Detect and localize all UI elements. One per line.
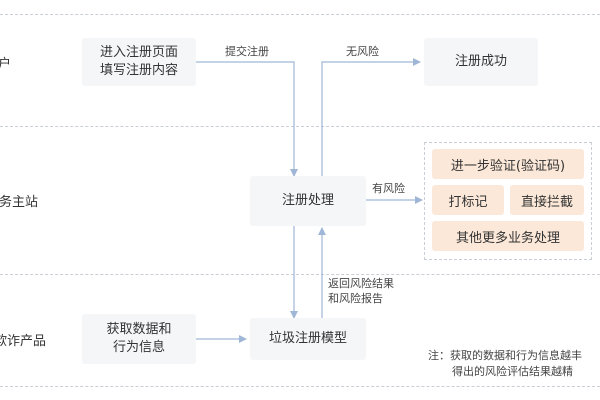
risk-handling-group: 进一步验证(验证码) 打标记 直接拦截 其他更多业务处理 — [424, 142, 592, 260]
enter-register-line1: 进入注册页面 — [99, 45, 178, 60]
further-verify-box: 进一步验证(验证码) — [432, 149, 584, 179]
fetch-data-box: 获取数据和 行为信息 — [82, 314, 196, 364]
lane-divider-2 — [0, 274, 600, 275]
spam-model-box: 垃圾注册模型 — [250, 318, 366, 360]
edge-label-submit: 提交注册 — [225, 45, 269, 58]
edge-label-no-risk: 无风险 — [346, 45, 379, 58]
lane-label-anti-fraud: 欺诈产品 — [0, 334, 47, 349]
edge-label-return-line2: 和风险报告 — [328, 292, 383, 305]
register-process-box: 注册处理 — [250, 176, 366, 226]
footnote-line2: 得出的风险评估结果越精 — [452, 365, 573, 378]
edge-label-has-risk: 有风险 — [372, 182, 405, 195]
other-handling-box: 其他更多业务处理 — [432, 221, 584, 251]
footnote: 注：获取的数据和行为信息越丰 得出的风险评估结果越精 — [428, 348, 582, 380]
footnote-line1: 注：获取的数据和行为信息越丰 — [428, 349, 582, 362]
lane-label-user: 户 — [0, 57, 12, 72]
edge-label-return: 返回风险结果 和风险报告 — [328, 276, 394, 306]
fetch-data-line1: 获取数据和 — [106, 322, 172, 337]
mark-box: 打标记 — [432, 185, 504, 215]
edge-no-risk — [321, 58, 421, 176]
lane-label-main-site: 务主站 — [0, 195, 39, 210]
fetch-data-line2: 行为信息 — [112, 340, 165, 355]
enter-register-box: 进入注册页面 填写注册内容 — [82, 38, 196, 86]
edge-submit — [196, 61, 298, 177]
block-box: 直接拦截 — [510, 185, 584, 215]
enter-register-line2: 填写注册内容 — [99, 63, 178, 78]
register-success-box: 注册成功 — [424, 38, 538, 86]
lane-divider-top — [0, 14, 600, 15]
lane-divider-1 — [0, 126, 600, 127]
lane-divider-bottom — [0, 386, 600, 387]
edge-label-return-line1: 返回风险结果 — [328, 277, 394, 290]
